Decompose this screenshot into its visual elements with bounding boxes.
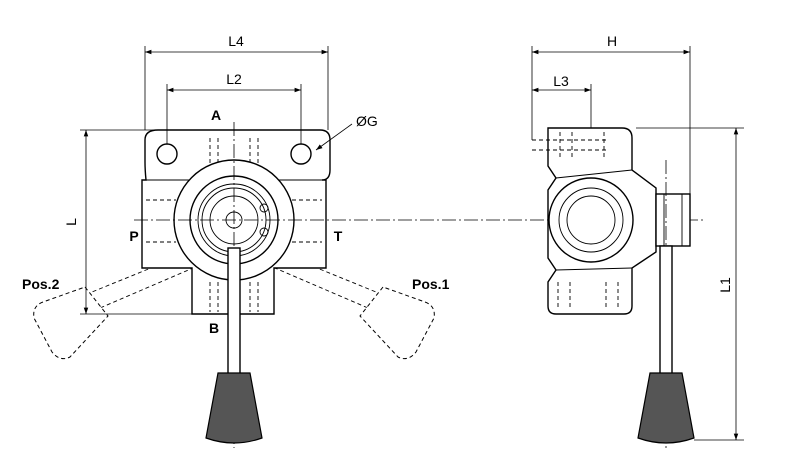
dimension-H-label: H — [607, 33, 617, 49]
hole-diameter-label: ØG — [356, 113, 378, 129]
position-label-pos1: Pos.1 — [412, 276, 450, 292]
front-view: L4 L2 A ØG L P T B Pos.1 Pos.2 — [22, 33, 704, 448]
dimension-L1-label: L1 — [717, 277, 733, 293]
mount-hole-right — [290, 143, 312, 165]
dimension-L3-label: L3 — [553, 73, 569, 89]
front-handle — [205, 247, 263, 444]
dimension-L2-label: L2 — [226, 71, 242, 87]
dimension-L2: L2 — [166, 71, 302, 144]
dimension-L1: L1 — [636, 127, 744, 441]
side-view: H L3 L1 — [531, 33, 744, 448]
port-label-A: A — [211, 107, 221, 123]
front-hidden-lines — [146, 138, 322, 312]
side-hidden-lines — [532, 132, 619, 310]
handle-pos1-ghost — [260, 247, 435, 360]
mount-hole-left — [156, 143, 178, 165]
dimension-L-label: L — [63, 218, 79, 226]
port-label-B: B — [209, 320, 219, 336]
dimension-H: H — [531, 33, 691, 194]
port-label-P: P — [129, 228, 138, 244]
side-boss — [655, 193, 691, 247]
hole-diameter-callout: ØG — [315, 113, 378, 151]
handle-pos2-ghost — [33, 247, 208, 360]
dimension-L4: L4 — [144, 33, 329, 130]
dimension-L: L — [63, 129, 192, 315]
side-handle — [637, 245, 695, 444]
dimension-L3: L3 — [532, 73, 592, 128]
port-label-T: T — [334, 228, 343, 244]
position-label-pos2: Pos.2 — [22, 276, 60, 292]
side-port-outer — [548, 177, 634, 263]
dimension-L4-label: L4 — [228, 33, 244, 49]
